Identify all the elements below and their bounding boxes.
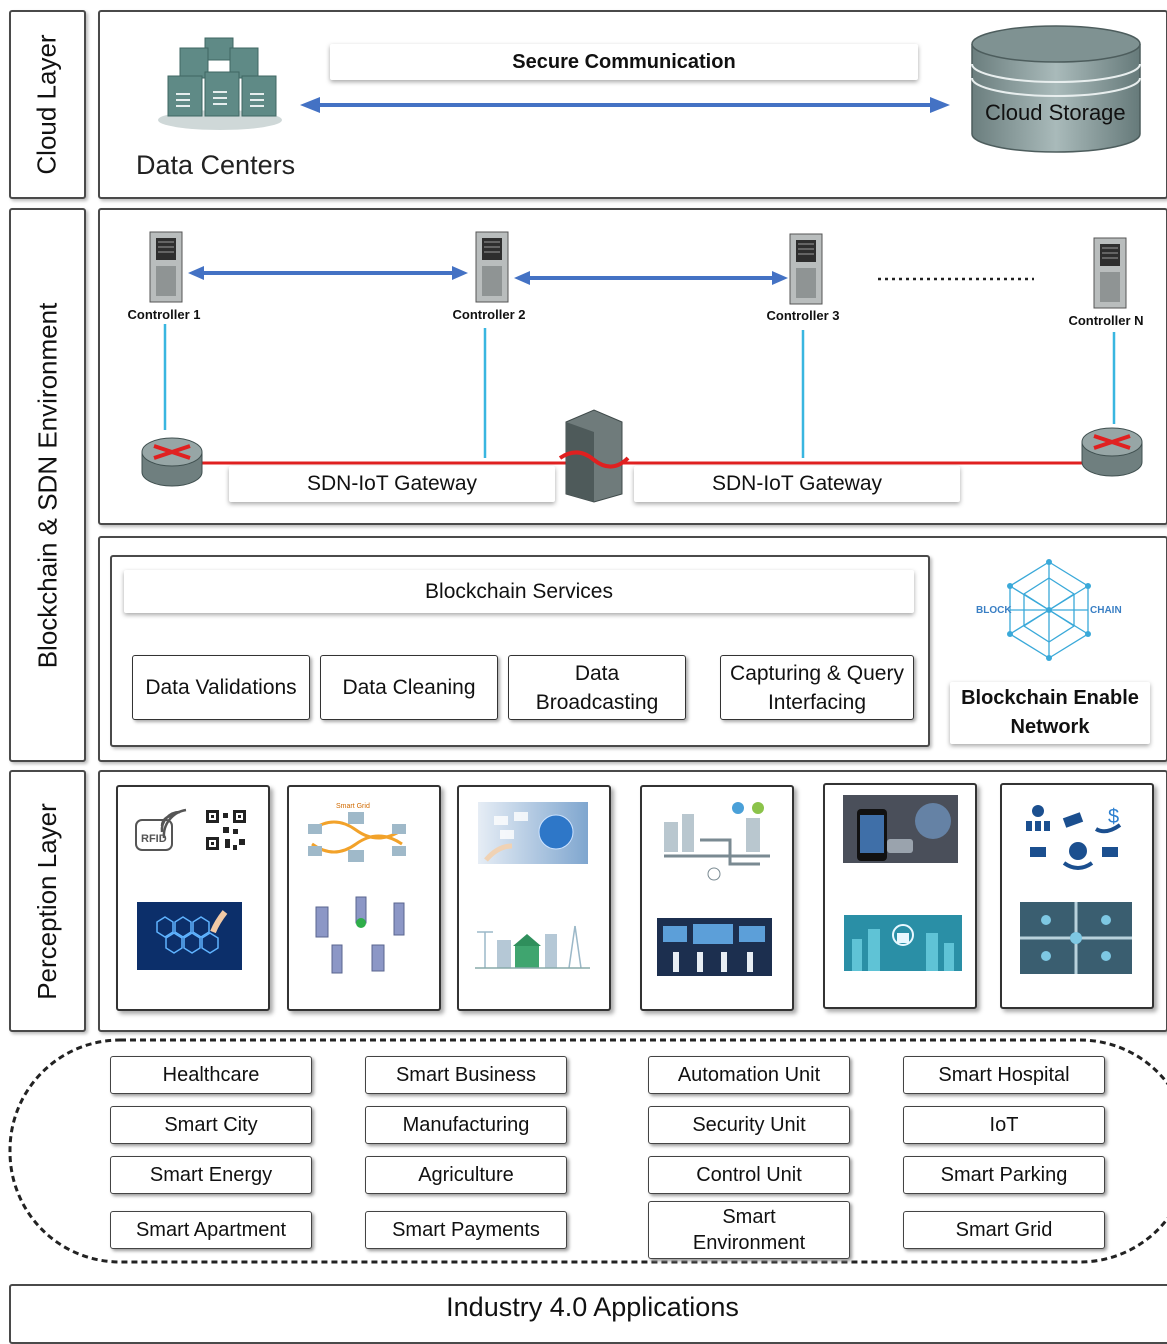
perception-layer-text: Perception Layer — [32, 802, 62, 1000]
service-box: Capturing & Query Interfacing — [720, 655, 914, 720]
controller-gateway-links — [163, 324, 1116, 465]
blockchain-services-bar: Blockchain Services — [124, 570, 914, 613]
application-box: Smart Hospital — [903, 1056, 1105, 1094]
blockchain-sdn-label: Blockchain & SDN Environment — [9, 208, 86, 762]
sdn-gateway-bar: SDN-IoT Gateway — [229, 466, 555, 502]
application-label: IoT — [989, 1114, 1019, 1136]
application-label: Manufacturing — [402, 1114, 530, 1136]
application-box: Smart Grid — [903, 1211, 1105, 1249]
application-label: Smart Hospital — [938, 1064, 1070, 1086]
application-box: Smart Apartment — [110, 1211, 312, 1249]
application-box: Smart City — [110, 1106, 312, 1144]
dollar-icon: $ — [1108, 806, 1119, 828]
application-label: Smart Payments — [392, 1219, 540, 1241]
logo-chain-text: CHAIN — [1090, 605, 1122, 616]
application-box: Smart Payments — [365, 1211, 567, 1249]
secure-communication-arrow — [300, 97, 950, 113]
application-box: Automation Unit — [648, 1056, 850, 1094]
perception-layer-label: Perception Layer — [9, 770, 86, 1032]
controller-label: Controller N — [1068, 313, 1144, 328]
service-label: Data Validations — [145, 676, 297, 699]
sdn-gateway-bar: SDN-IoT Gateway — [634, 466, 960, 502]
cloud-storage-icon — [971, 25, 1141, 153]
smart-factory-image — [664, 802, 770, 881]
applications-dashed-boundary — [8, 1038, 1167, 1264]
application-box: IoT — [903, 1106, 1105, 1144]
blockchain-logo-icon: BLOCK CHAIN — [976, 559, 1122, 661]
application-box: Smart Business — [365, 1056, 567, 1094]
globe-tech-image — [478, 802, 588, 864]
data-centers-label: Data Centers — [136, 150, 296, 180]
rfid-icon: RFID — [135, 808, 187, 851]
smart-grid-tag-text: Smart Grid — [336, 803, 370, 810]
sdn-gateway-label: SDN-IoT Gateway — [307, 472, 477, 495]
application-box: Healthcare — [110, 1056, 312, 1094]
smart-parking-phone-image — [843, 795, 958, 863]
application-label: Smart Energy — [149, 1164, 273, 1186]
application-label: Smart Grid — [955, 1219, 1053, 1241]
controller-link-arrow — [514, 271, 788, 285]
blockchain-sdn-text: Blockchain & SDN Environment — [32, 302, 63, 668]
rfid-tag-text: RFID — [141, 833, 167, 845]
blockchain-services-title: Blockchain Services — [425, 579, 613, 603]
server-icon — [475, 231, 509, 303]
router-icon — [141, 437, 203, 487]
server-icon — [1093, 237, 1127, 309]
control-room-image — [657, 918, 772, 976]
smart-payments-icons: $ — [1026, 805, 1122, 870]
smart-grid-image: Smart Grid — [308, 803, 406, 862]
smart-city-security-image — [844, 915, 962, 971]
application-label: Smart Environment — [692, 1206, 806, 1254]
smart-traffic-grid-image — [1020, 902, 1132, 974]
application-box: Smart Energy — [110, 1156, 312, 1194]
application-label: Smart Apartment — [135, 1219, 287, 1241]
cloud-storage-label: Cloud Storage — [985, 100, 1126, 125]
blockchain-network-label: Blockchain Enable Network — [961, 687, 1139, 738]
hexagon-touch-image — [137, 902, 242, 970]
cloud-layer-label: Cloud Layer — [9, 10, 86, 199]
application-box: Smart Parking — [903, 1156, 1105, 1194]
application-label: Smart Business — [395, 1064, 537, 1086]
server-icon — [789, 233, 823, 305]
server-icon — [149, 231, 183, 303]
application-box: Smart Environment — [648, 1201, 850, 1259]
sdn-gateway-label: SDN-IoT Gateway — [712, 472, 882, 495]
application-label: Automation Unit — [677, 1064, 821, 1086]
qr-code-icon — [205, 809, 247, 851]
data-centers-icon — [158, 37, 282, 130]
router-icon — [1081, 427, 1143, 477]
service-box: Data Validations — [132, 655, 310, 720]
firewall-server-icon — [558, 409, 630, 503]
service-label: Data Cleaning — [342, 676, 476, 699]
service-label: Capturing & Query Interfacing — [730, 661, 904, 714]
controller-label: Controller 2 — [452, 307, 526, 322]
application-label: Healthcare — [162, 1064, 260, 1086]
application-box: Manufacturing — [365, 1106, 567, 1144]
cloud-layer-text: Cloud Layer — [32, 34, 63, 175]
application-box: Security Unit — [648, 1106, 850, 1144]
service-box: Data Cleaning — [320, 655, 498, 720]
application-label: Agriculture — [418, 1164, 514, 1186]
application-box: Control Unit — [648, 1156, 850, 1194]
service-box: Data Broadcasting — [508, 655, 686, 720]
application-label: Control Unit — [696, 1164, 802, 1186]
controller-label: Controller 3 — [766, 308, 840, 323]
application-label: Smart City — [164, 1114, 258, 1136]
more-controllers-ellipsis — [878, 277, 1034, 281]
controller-label: Controller 1 — [127, 307, 201, 322]
controller-link-arrow — [188, 266, 468, 280]
service-label: Data Broadcasting — [535, 661, 659, 714]
secure-communication-bar: Secure Communication — [330, 44, 918, 80]
application-box: Agriculture — [365, 1156, 567, 1194]
application-label: Smart Parking — [940, 1164, 1068, 1186]
secure-communication-label: Secure Communication — [512, 50, 736, 73]
industry-applications-title: Industry 4.0 Applications — [446, 1292, 739, 1322]
blockchain-network-bar: Blockchain Enable Network — [950, 682, 1150, 744]
application-label: Security Unit — [692, 1114, 806, 1136]
logo-block-text: BLOCK — [976, 605, 1012, 616]
smart-energy-city-image — [475, 925, 590, 969]
smart-buildings-image — [315, 896, 405, 974]
